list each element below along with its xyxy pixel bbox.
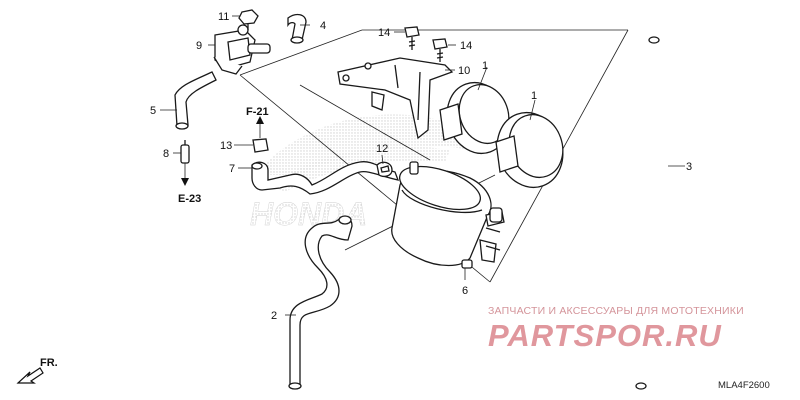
front-arrow-icon: [16, 367, 44, 384]
callout-12: 12: [376, 143, 388, 155]
watermark-brand: PARTSPOR.RU: [488, 318, 722, 353]
hose-7: [251, 161, 400, 195]
ref-f21: F-21: [246, 106, 269, 118]
band-1-lower: [495, 112, 564, 188]
ref-e23: E-23: [178, 193, 201, 205]
screw-14-a: [404, 26, 420, 50]
callout-14-a: 14: [378, 27, 390, 39]
watermark-caption: ЗАПЧАСТИ И АКСЕССУАРЫ ДЛЯ МОТОТЕХНИКИ: [488, 305, 744, 317]
callout-9: 9: [196, 40, 202, 52]
joint-8: [180, 140, 190, 186]
front-label: FR.: [40, 357, 58, 369]
band-1-upper: [439, 81, 510, 155]
callout-6: 6: [462, 285, 468, 297]
callout-14-b: 14: [460, 40, 472, 52]
tube-3: [635, 36, 671, 390]
screw-14-b: [432, 38, 448, 62]
callout-11: 11: [218, 11, 229, 23]
front-arrow: FR.: [16, 357, 58, 384]
clamp-12: [376, 161, 393, 177]
callout-7: 7: [229, 163, 235, 175]
leader-lines: [160, 15, 685, 316]
bolt-11: [238, 9, 259, 30]
callout-5: 5: [150, 105, 156, 117]
callout-13: 13: [220, 140, 232, 152]
callout-1-lower: 1: [531, 90, 537, 102]
hose-5: [174, 71, 217, 130]
callout-4: 4: [320, 20, 326, 32]
callout-2: 2: [271, 310, 277, 322]
hose-2: [288, 215, 353, 390]
hose-4: [287, 13, 307, 44]
diagram-code: MLA4F2600: [718, 380, 770, 391]
solenoid-valve: [213, 24, 271, 75]
callout-3: 3: [686, 161, 692, 173]
callout-8: 8: [163, 148, 169, 160]
canister-6: [391, 161, 505, 269]
bracket-10: [337, 57, 454, 140]
callout-10: 10: [458, 65, 470, 77]
callout-1-upper: 1: [482, 60, 488, 72]
clip-13: [252, 116, 269, 153]
